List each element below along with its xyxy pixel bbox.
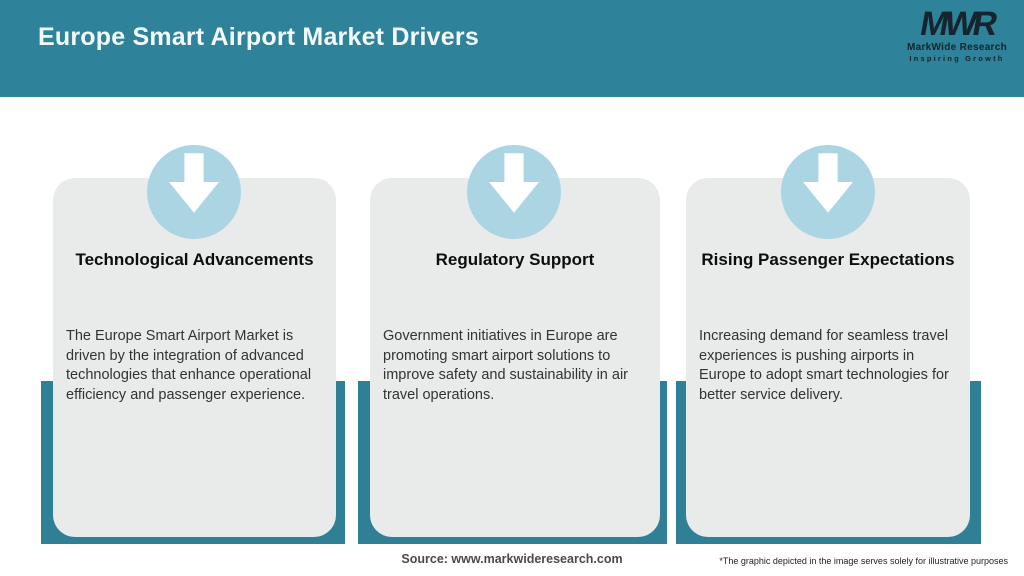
disclaimer-note: *The graphic depicted in the image serve… <box>719 556 1008 566</box>
header-bar: Europe Smart Airport Market Drivers MWR … <box>0 0 1024 97</box>
page-title: Europe Smart Airport Market Drivers <box>38 23 479 51</box>
down-arrow-icon <box>147 145 241 239</box>
card-title: Rising Passenger Expectations <box>701 250 955 269</box>
card-description: The Europe Smart Airport Market is drive… <box>66 328 312 403</box>
logo-tagline: Inspiring Growth <box>909 54 1005 63</box>
card-title: Regulatory Support <box>435 250 595 269</box>
source-attribution: Source: www.markwideresearch.com <box>401 552 623 566</box>
logo-company-name: MarkWide Research <box>906 42 1008 53</box>
driver-card-regulatory-support: Regulatory Support Government initiative… <box>370 178 660 537</box>
card-description: Increasing demand for seamless travel ex… <box>699 328 949 403</box>
markwide-logo: MWR MarkWide Research Inspiring Growth <box>902 5 1012 63</box>
card-description: Government initiatives in Europe are pro… <box>383 328 629 403</box>
mwr-logo-icon: MWR <box>917 5 997 43</box>
down-arrow-icon <box>781 145 875 239</box>
down-arrow-icon <box>467 145 561 239</box>
card-title: Technological Advancements <box>75 250 314 269</box>
